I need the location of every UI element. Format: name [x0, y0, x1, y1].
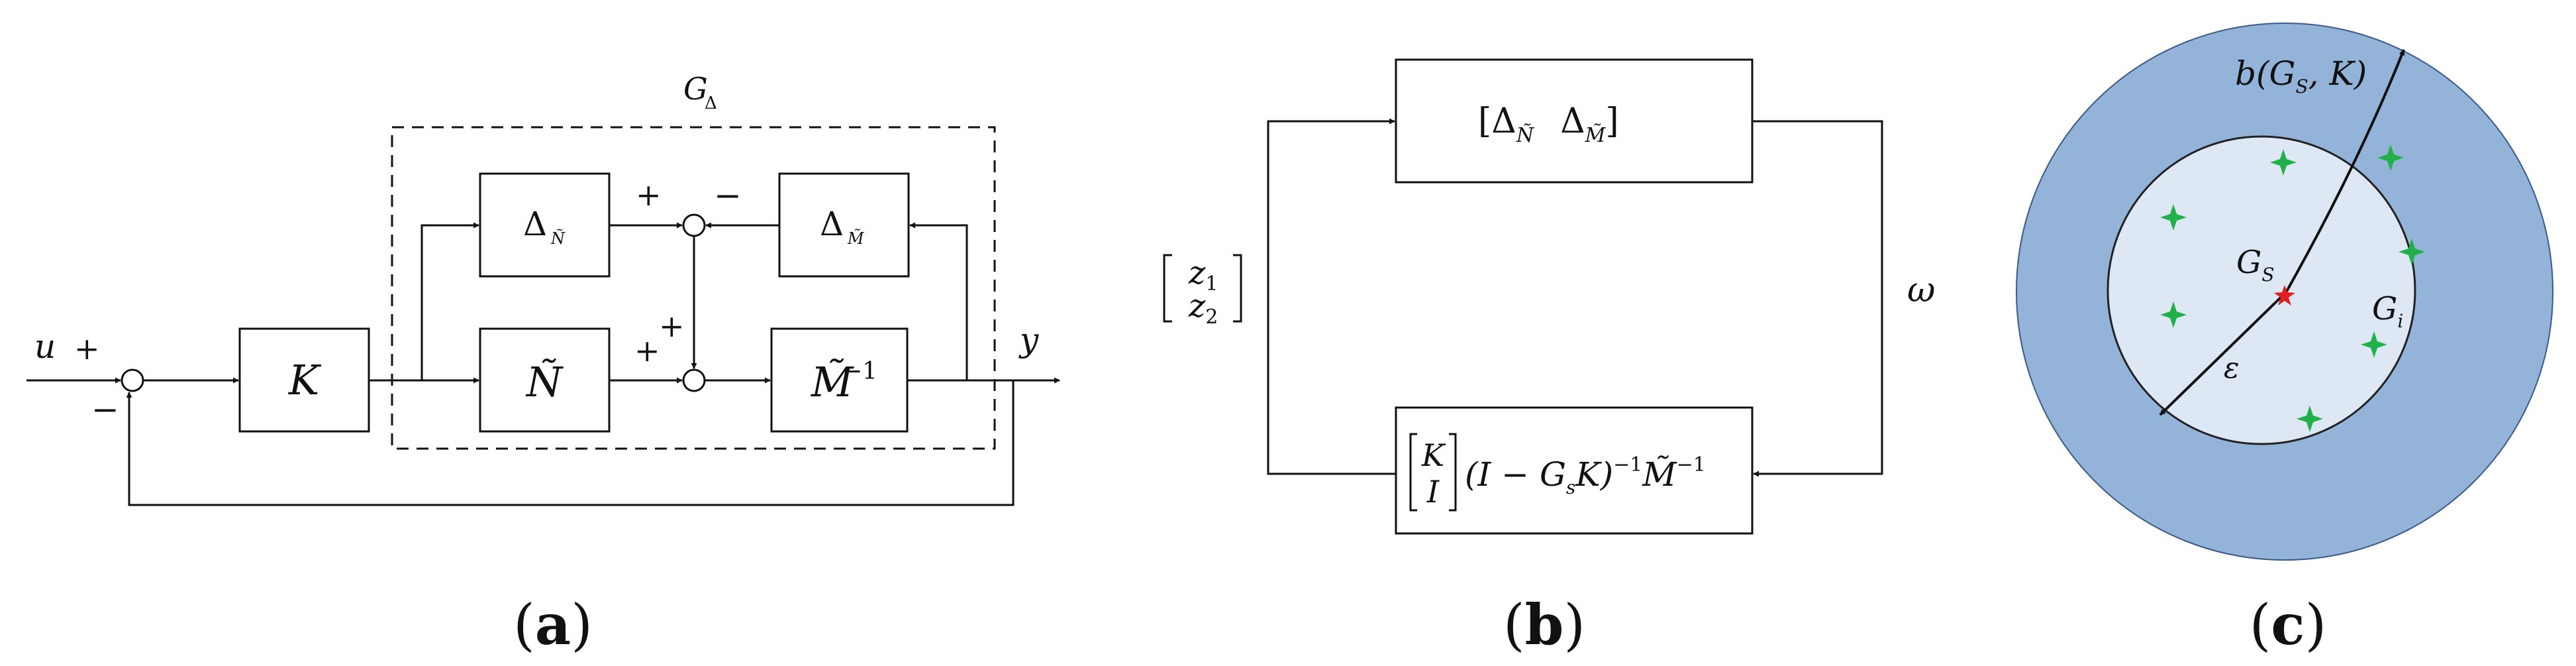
epsilon-radius-arrow — [2159, 294, 2285, 416]
delta-m-block — [778, 172, 910, 278]
transfer-block — [1395, 406, 1754, 535]
caption-c: (c) — [2250, 592, 2327, 657]
delta-m-label: Δ — [820, 205, 844, 243]
plant-sample-star — [2399, 239, 2425, 265]
g-delta-sub: Δ — [705, 93, 717, 113]
caption-b: (b) — [1503, 592, 1585, 657]
n-tilde-label: Ñ — [525, 358, 564, 406]
summing-junction-input — [121, 368, 144, 392]
epsilon-label: ε — [2224, 351, 2240, 385]
input-label: u — [34, 327, 56, 366]
transfer-expression: (I − GsK)−1M̃−1 — [1465, 453, 1706, 498]
delta-n-label: Δ — [523, 205, 547, 243]
gi-label: Gi — [2372, 290, 2403, 332]
z2-label: z2 — [1188, 288, 1218, 329]
panel-a-labels: u + − K G Δ Δ Ñ Δ M̃ Ñ M̃ −1 + − + + y — [34, 71, 1039, 429]
z-bracket-left — [1163, 254, 1172, 323]
outer-feedback-line — [126, 380, 1015, 506]
plant-sample-star — [2297, 406, 2323, 432]
ki-bracket-right — [1449, 433, 1457, 512]
z-bracket-right — [1233, 254, 1242, 323]
z1-label: z1 — [1188, 254, 1218, 296]
g-delta-dashed-box — [391, 126, 996, 450]
feedback-minus-sign: − — [91, 390, 119, 429]
sampled-plants — [2160, 144, 2425, 432]
inner-uncertainty-ball — [2106, 135, 2416, 445]
branch-to-delta-n-line — [421, 222, 479, 380]
panel-b — [1163, 58, 1883, 535]
z-signal-line — [1267, 118, 1396, 475]
feedback-to-delta-m-line — [909, 222, 968, 380]
plant-sample-star — [2270, 149, 2297, 176]
sum-bottom-plus-top: + — [659, 308, 685, 344]
summing-junction-top — [682, 213, 706, 237]
output-label: y — [1018, 321, 1039, 359]
sum-top-plus-sign: + — [636, 177, 662, 213]
gs-label: GS — [2236, 244, 2275, 286]
caption-a: (a) — [513, 592, 593, 657]
stability-margin-arrow — [2283, 49, 2405, 296]
sum-bottom-plus-left: + — [634, 333, 660, 368]
nominal-plant-star — [2274, 285, 2295, 305]
plant-sample-star — [2160, 204, 2187, 231]
m-inverse-label: M̃ — [811, 358, 854, 406]
b-gs-k-label: b(GS, K) — [2235, 54, 2367, 97]
panel-c — [2016, 23, 2553, 561]
plant-sample-star — [2377, 144, 2404, 171]
m-inverse-sup: −1 — [842, 358, 877, 385]
omega-signal-line — [1752, 120, 1883, 477]
panel-c-labels: b(GS, K) GS Gi ε — [2224, 54, 2403, 385]
input-plus-sign: + — [74, 331, 100, 366]
sum-top-minus-sign: − — [714, 176, 742, 215]
panel-a — [26, 126, 1060, 506]
k-matrix-entry: K — [1421, 437, 1446, 473]
plant-sample-star — [2160, 302, 2187, 328]
i-matrix-entry: I — [1426, 474, 1440, 510]
ki-bracket-left — [1409, 433, 1417, 512]
omega-label: ω — [1907, 270, 1935, 310]
summing-junction-bottom — [682, 368, 706, 392]
plant-sample-star — [2361, 331, 2387, 358]
controller-label: K — [288, 356, 322, 404]
delta-m-sub: M̃ — [847, 229, 865, 248]
g-delta-label: G — [683, 71, 708, 107]
delta-n-sub: Ñ — [550, 228, 566, 248]
